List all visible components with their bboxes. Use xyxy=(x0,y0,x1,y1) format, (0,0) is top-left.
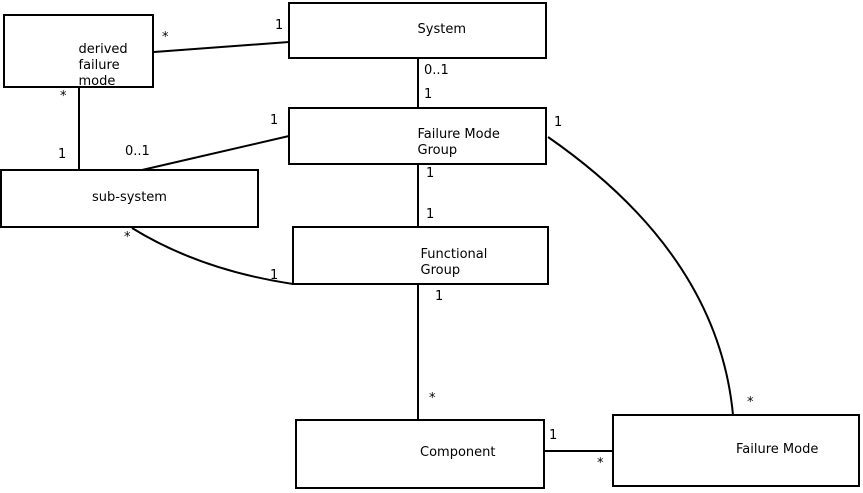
multiplicity-label: * xyxy=(597,456,604,471)
multiplicity-label: 1 xyxy=(554,115,563,130)
connector-sub-system-failure-mode-group xyxy=(141,135,290,171)
multiplicity-label: * xyxy=(747,395,754,410)
node-sub-system-label: sub-system xyxy=(92,189,167,205)
multiplicity-label: 1 xyxy=(426,207,435,222)
connector-derived-failure-mode-system xyxy=(153,41,290,53)
node-system-label: System xyxy=(417,21,466,37)
node-derived-failure-mode: derived failure mode xyxy=(3,14,154,89)
multiplicity-label: 1 xyxy=(58,147,67,162)
node-system: System xyxy=(288,2,547,59)
node-functional-group: Functional Group xyxy=(292,226,549,285)
multiplicity-label: 1 xyxy=(549,428,558,443)
multiplicity-label: * xyxy=(429,391,436,406)
multiplicity-label: 0..1 xyxy=(125,144,150,159)
node-failure-mode-group: Failure Mode Group xyxy=(288,107,547,165)
node-component-label: Component xyxy=(420,445,496,460)
multiplicity-label: 1 xyxy=(424,87,433,102)
node-sub-system: sub-system xyxy=(0,169,259,228)
connector-failure-mode-group-failure-mode xyxy=(547,136,734,416)
multiplicity-label: * xyxy=(124,230,131,245)
connector-sub-system-functional-group xyxy=(131,227,294,285)
multiplicity-label: 0..1 xyxy=(424,63,449,78)
multiplicity-label: 1 xyxy=(275,18,284,33)
node-failure-mode: Failure Mode xyxy=(612,414,860,487)
multiplicity-label: 1 xyxy=(270,268,279,283)
multiplicity-label: * xyxy=(162,30,169,45)
multiplicity-label: 1 xyxy=(426,166,435,181)
node-failure-mode-group-label: Failure Mode Group xyxy=(417,127,500,158)
multiplicity-label: 1 xyxy=(270,113,279,128)
node-failure-mode-label: Failure Mode xyxy=(736,441,819,457)
node-functional-group-label: Functional Group xyxy=(420,246,488,278)
multiplicity-label: 1 xyxy=(435,289,444,304)
node-derived-failure-mode-label: derived failure mode xyxy=(78,42,128,89)
node-component: Component xyxy=(295,419,545,489)
multiplicity-label: * xyxy=(60,89,67,104)
